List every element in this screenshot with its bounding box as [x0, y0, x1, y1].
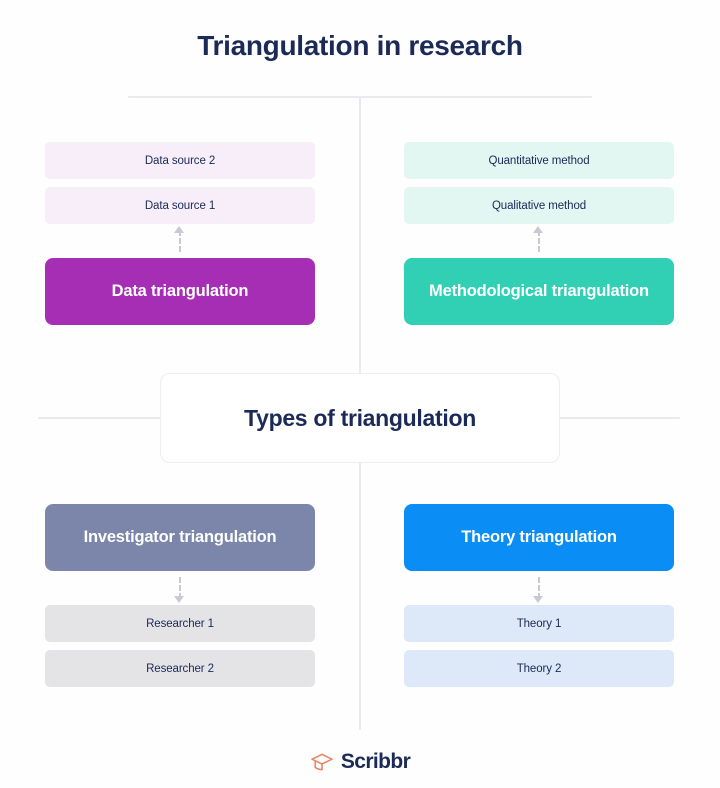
arrow-stem — [179, 230, 181, 252]
arrow-down-investigator — [45, 571, 315, 605]
arrowhead-icon — [533, 596, 543, 603]
arrow-up-data — [45, 224, 315, 258]
quadrant-data-triangulation: Data source 2 Data source 1 Data triangu… — [45, 142, 315, 325]
spacer — [404, 642, 674, 650]
quadrant-theory-triangulation: Theory triangulation Theory 1 Theory 2 — [404, 504, 674, 687]
main-box-methodological-triangulation[interactable]: Methodological triangulation — [404, 258, 674, 325]
main-box-investigator-triangulation[interactable]: Investigator triangulation — [45, 504, 315, 571]
sub-box-theory-2: Theory 2 — [404, 650, 674, 687]
arrow-up-methodological — [404, 224, 674, 258]
sub-box-data-source-2: Data source 2 — [45, 142, 315, 179]
sub-box-researcher-2: Researcher 2 — [45, 650, 315, 687]
sub-box-quantitative-method: Quantitative method — [404, 142, 674, 179]
arrowhead-icon — [533, 226, 543, 233]
arrow-stem — [179, 577, 181, 599]
quadrant-investigator-triangulation: Investigator triangulation Researcher 1 … — [45, 504, 315, 687]
graduation-cap-icon — [311, 753, 333, 771]
center-hub-types-of-triangulation[interactable]: Types of triangulation — [160, 373, 560, 463]
quadrant-methodological-triangulation: Quantitative method Qualitative method M… — [404, 142, 674, 325]
arrowhead-icon — [174, 596, 184, 603]
arrowhead-icon — [174, 226, 184, 233]
sub-box-qualitative-method: Qualitative method — [404, 187, 674, 224]
sub-box-theory-1: Theory 1 — [404, 605, 674, 642]
main-box-theory-triangulation[interactable]: Theory triangulation — [404, 504, 674, 571]
brand-logo[interactable]: Scribbr — [0, 750, 720, 774]
sub-box-data-source-1: Data source 1 — [45, 187, 315, 224]
arrow-stem — [538, 577, 540, 599]
spacer — [404, 179, 674, 187]
brand-name: Scribbr — [340, 750, 411, 773]
arrow-stem — [538, 230, 540, 252]
arrow-down-theory — [404, 571, 674, 605]
sub-box-researcher-1: Researcher 1 — [45, 605, 315, 642]
spacer — [45, 642, 315, 650]
main-box-data-triangulation[interactable]: Data triangulation — [45, 258, 315, 325]
spacer — [45, 179, 315, 187]
page-title: Triangulation in research — [197, 30, 523, 61]
